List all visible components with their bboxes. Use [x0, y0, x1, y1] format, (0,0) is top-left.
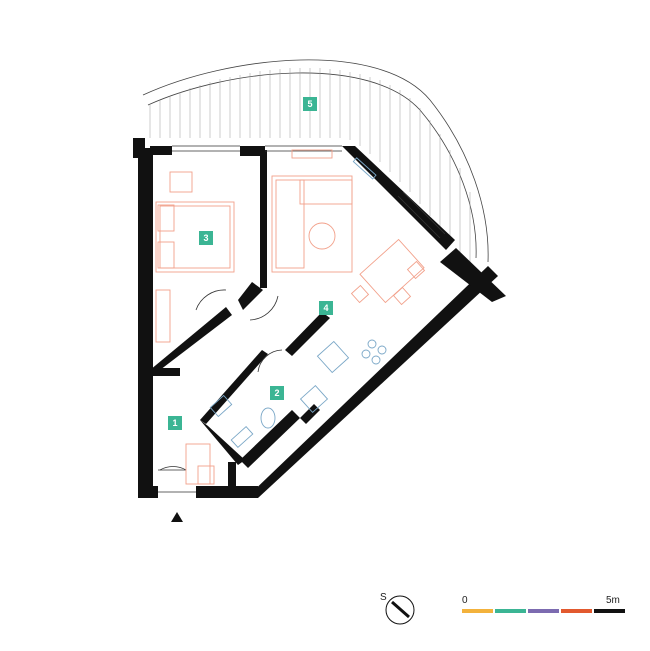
scale-bar: 0 5m: [462, 595, 625, 613]
scale-segment: [594, 609, 625, 613]
hall-fixtures: [185, 443, 215, 485]
room-tag-label: 4: [323, 303, 328, 313]
room-tag-1: 1: [168, 416, 182, 430]
living-furniture: [271, 149, 426, 306]
room-tag-3: 3: [199, 231, 213, 245]
compass-label: S: [380, 592, 387, 603]
scale-start-label: 0: [462, 595, 468, 606]
doors: [158, 289, 283, 471]
balcony-decking: [149, 68, 471, 262]
interior-walls: [150, 150, 330, 498]
room-tag-2: 2: [270, 386, 284, 400]
room-tag-label: 2: [274, 388, 279, 398]
scale-end-label: 5m: [606, 595, 620, 606]
compass: S: [380, 592, 415, 625]
room-tag-label: 1: [172, 418, 177, 428]
exterior-walls: [133, 138, 506, 498]
bathroom-fixtures: [209, 384, 329, 449]
kitchen-fixtures: [316, 157, 387, 374]
room-tag-label: 5: [307, 99, 312, 109]
scale-segment: [495, 609, 526, 613]
room-tag-4: 4: [319, 301, 333, 315]
room-tag-label: 3: [203, 233, 208, 243]
compass-icon: [385, 595, 415, 625]
balcony: [142, 59, 489, 263]
bedroom-furniture: [155, 171, 235, 343]
scale-segment: [462, 609, 493, 613]
windows: [158, 145, 446, 493]
scale-segment: [528, 609, 559, 613]
scale-segment: [561, 609, 592, 613]
scale-segments: [462, 609, 625, 613]
room-tag-5: 5: [303, 97, 317, 111]
entrance-arrow-icon: [171, 512, 183, 522]
